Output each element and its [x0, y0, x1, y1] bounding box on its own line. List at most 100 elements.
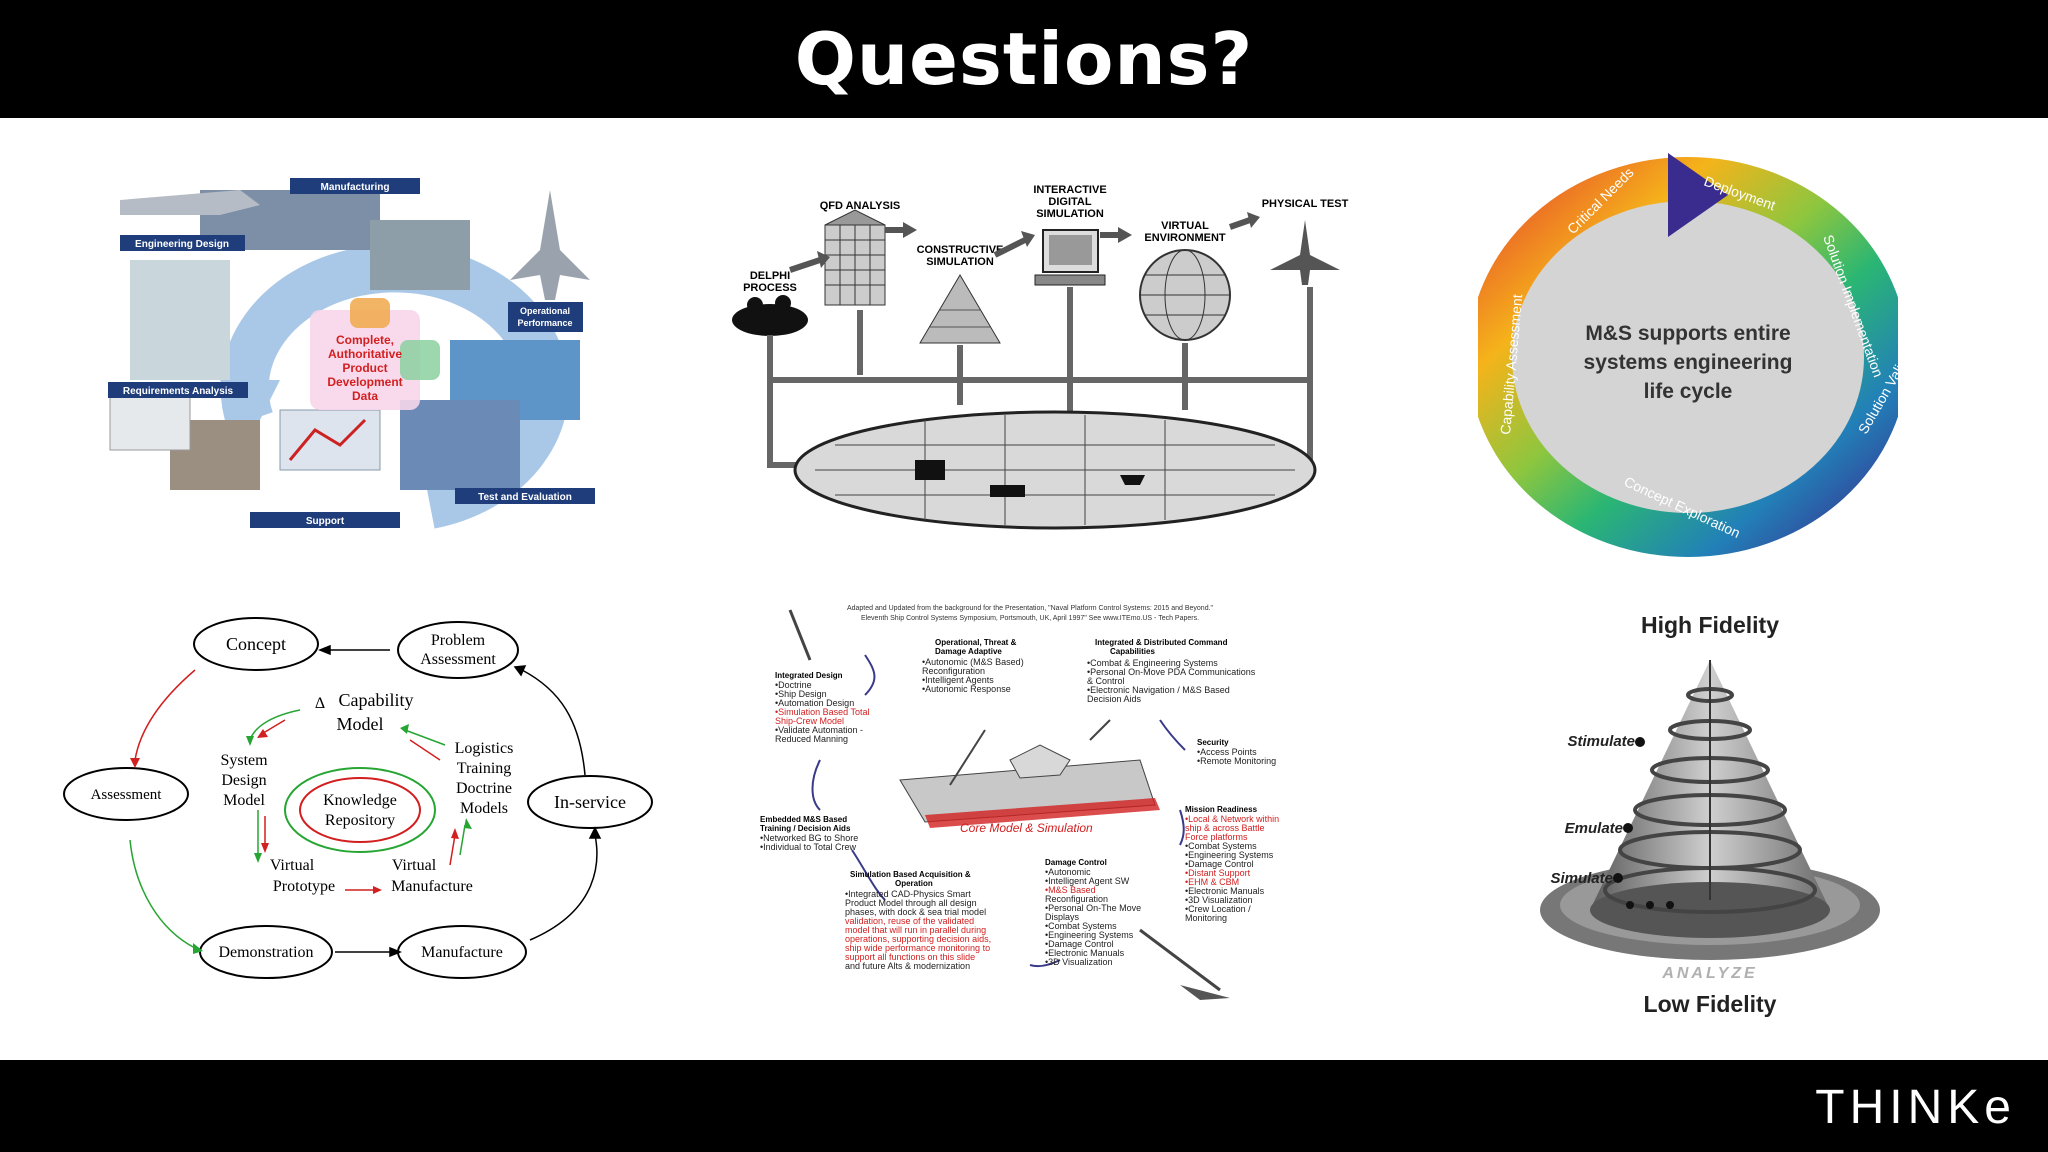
svg-text:phases, with dock & sea trial: phases, with dock & sea trial model — [845, 907, 986, 917]
block-security: Security •Access Points •Remote Monitori… — [1197, 738, 1276, 766]
svg-text:•3D Visualization: •3D Visualization — [1045, 957, 1113, 967]
svg-text:•Validate Automation -: •Validate Automation - — [775, 725, 863, 735]
svg-text:model that will run in paralle: model that will run in parallel during — [845, 925, 986, 935]
svg-text:Prototype: Prototype — [273, 878, 335, 895]
label-support: Support — [306, 516, 345, 527]
svg-text:Doctrine: Doctrine — [456, 780, 512, 797]
svg-text:•3D Visualization: •3D Visualization — [1185, 895, 1253, 905]
svg-text:support all functions on this: support all functions on this slide — [845, 952, 975, 962]
jet-icon — [510, 190, 590, 300]
node-assessment — [63, 767, 189, 821]
svg-text:•Distant Support: •Distant Support — [1185, 868, 1251, 878]
block-sba: Simulation Based Acquisition & Operation… — [845, 870, 991, 971]
people-icon — [732, 295, 808, 336]
svg-text:Assessment: Assessment — [91, 787, 163, 803]
svg-text:DIGITAL: DIGITAL — [1048, 196, 1091, 208]
center-text-line: Authoritative — [328, 347, 402, 361]
svg-text:•Access Points: •Access Points — [1197, 747, 1257, 757]
svg-text:Training / Decision Aids: Training / Decision Aids — [760, 824, 851, 833]
svg-text:Decision Aids: Decision Aids — [1087, 694, 1142, 704]
svg-text:Displays: Displays — [1045, 912, 1080, 922]
stimulate-label: Stimulate — [1567, 733, 1635, 750]
label-interactive: INTERACTIVE — [1033, 184, 1106, 196]
svg-text:•Electronic Manuals: •Electronic Manuals — [1185, 886, 1265, 896]
fighter-jet-icon — [1270, 220, 1340, 285]
svg-text:•Personal On-Move PDA Communic: •Personal On-Move PDA Communications — [1087, 667, 1256, 677]
svg-text:•Combat Systems: •Combat Systems — [1045, 921, 1117, 931]
footer-bar: THINKe — [0, 1060, 2048, 1152]
deployment-arrowhead — [1668, 153, 1728, 237]
label-physical-test: PHYSICAL TEST — [1262, 198, 1349, 210]
node-problem-assessment — [397, 621, 519, 679]
node-inservice — [527, 775, 653, 829]
svg-text:Demonstration: Demonstration — [218, 944, 313, 961]
center-line: M&S supports entire — [1585, 322, 1790, 345]
svg-text:ENVIRONMENT: ENVIRONMENT — [1144, 232, 1226, 244]
svg-text:•Electronic Manuals: •Electronic Manuals — [1045, 948, 1125, 958]
svg-text:Virtual: Virtual — [392, 857, 437, 874]
core-model-label: Core Model & Simulation — [960, 821, 1093, 835]
svg-text:Ship-Crew Model: Ship-Crew Model — [775, 716, 844, 726]
svg-text:and future Alts & modernizatio: and future Alts & modernization — [845, 961, 970, 971]
jet-icon — [120, 190, 260, 215]
svg-text:Operation: Operation — [895, 879, 933, 888]
globe-icon — [1139, 249, 1231, 341]
svg-text:Integrated Design: Integrated Design — [775, 671, 843, 680]
svg-text:ship wide performance monitori: ship wide performance monitoring to — [845, 943, 990, 953]
label-virtual-environment: VIRTUAL — [1161, 220, 1209, 232]
svg-text:•Combat Systems: •Combat Systems — [1185, 841, 1257, 851]
svg-text:•Crew Location /: •Crew Location / — [1185, 904, 1251, 914]
svg-text:•Local & Network within: •Local & Network within — [1185, 814, 1279, 824]
label-constructive: CONSTRUCTIVE — [917, 244, 1004, 256]
svg-text:validation, reuse of the valid: validation, reuse of the validated — [845, 916, 974, 926]
label-operational-performance: Operational — [520, 306, 570, 316]
svg-text:•Damage Control: •Damage Control — [1185, 859, 1254, 869]
svg-text:Capabilities: Capabilities — [1110, 647, 1155, 656]
emulate-label: Emulate — [1565, 820, 1623, 837]
svg-text:•Intelligent Agent SW: •Intelligent Agent SW — [1045, 876, 1130, 886]
node-demonstration — [199, 925, 333, 979]
svg-text:Damage Control: Damage Control — [1045, 858, 1107, 867]
svg-text:•M&S Based: •M&S Based — [1045, 885, 1096, 895]
label-requirements-analysis: Requirements Analysis — [123, 386, 234, 397]
computer-icon — [1034, 229, 1106, 286]
svg-text:•EHM & CBM: •EHM & CBM — [1185, 877, 1239, 887]
svg-text:Virtual: Virtual — [270, 857, 315, 874]
svg-text:•Personal On-The Move: •Personal On-The Move — [1045, 903, 1141, 913]
center-text-line: Complete, — [336, 333, 394, 347]
center-text-line: Development — [327, 375, 402, 389]
svg-text:ship & across Battle: ship & across Battle — [1185, 823, 1265, 833]
svg-text:Reconfiguration: Reconfiguration — [1045, 894, 1108, 904]
capability-cycle-diagram: Concept Problem Assessment Assessment In… — [60, 610, 660, 990]
aircraft-icon — [1180, 985, 1230, 1000]
svg-text:•Integrated CAD-Physics Smart: •Integrated CAD-Physics Smart — [845, 889, 971, 899]
title-bar: Questions? — [0, 0, 2048, 118]
svg-text:Model: Model — [223, 792, 265, 809]
svg-text:Operational, Threat &: Operational, Threat & — [935, 638, 1017, 647]
svg-text:Capability: Capability — [339, 690, 414, 710]
svg-text:Concept: Concept — [226, 634, 286, 654]
center-line: systems engineering — [1584, 351, 1793, 374]
svg-text:Models: Models — [460, 800, 508, 817]
block-embedded: Embedded M&S Based Training / Decision A… — [760, 815, 858, 852]
product-development-cycle-image: Complete, Authoritative Product Developm… — [100, 170, 640, 550]
svg-text:operations, supporting decisio: operations, supporting decision aids, — [845, 934, 991, 944]
svg-text:•Networked BG to Shore: •Networked BG to Shore — [760, 833, 858, 843]
svg-text:Repository: Repository — [325, 812, 395, 829]
missile-icon — [788, 609, 812, 661]
block-integrated-command: Integrated & Distributed Command Capabil… — [1087, 638, 1256, 704]
svg-text:Design: Design — [221, 772, 266, 789]
block-integrated-design: Integrated Design •Doctrine •Ship Design… — [775, 671, 870, 744]
svg-text:Embedded M&S Based: Embedded M&S Based — [760, 815, 847, 824]
svg-text:Damage Adaptive: Damage Adaptive — [935, 647, 1002, 656]
svg-text:Product Model through all desi: Product Model through all design — [845, 898, 977, 908]
svg-text:PROCESS: PROCESS — [743, 282, 797, 294]
svg-text:•Engineering Systems: •Engineering Systems — [1185, 850, 1274, 860]
svg-text:•Individual to Total Crew: •Individual to Total Crew — [760, 842, 857, 852]
svg-text:Manufacture: Manufacture — [391, 878, 473, 895]
high-fidelity-label: High Fidelity — [1641, 612, 1779, 638]
block-damage: Damage Control •Autonomic •Intelligent A… — [1045, 858, 1141, 967]
simulate-label: Simulate — [1550, 870, 1613, 887]
label-delphi: DELPHI — [750, 270, 790, 282]
knowledge-inner-ring — [299, 777, 421, 843]
